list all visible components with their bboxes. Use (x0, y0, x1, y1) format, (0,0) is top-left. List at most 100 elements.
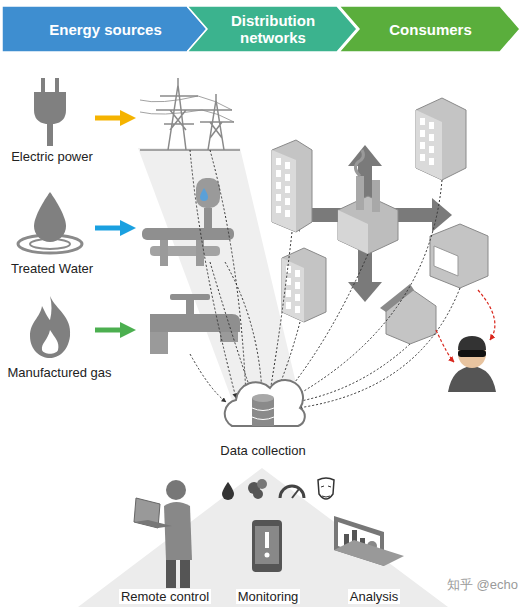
icon-label-box: Electric power (4, 70, 100, 166)
hacker-figure (448, 336, 496, 392)
building-window (276, 158, 281, 165)
building-window (285, 174, 290, 181)
phone-icon (252, 520, 282, 572)
node-label: Monitoring (236, 589, 301, 604)
shading (78, 468, 448, 607)
gas-valve (186, 300, 194, 314)
buildings (272, 150, 296, 232)
theft-arrows (436, 330, 454, 362)
status-icons (253, 489, 263, 499)
source-arrows (95, 110, 136, 338)
building-window (420, 118, 425, 125)
status-icons (292, 489, 299, 498)
node-label: Remote control (119, 589, 211, 604)
buildings (282, 258, 304, 322)
power-pylons (140, 96, 234, 122)
building-window (276, 182, 281, 189)
building-window (285, 210, 290, 217)
flame-icon (30, 296, 70, 358)
laptop-icon (334, 540, 404, 566)
plug-icon (55, 78, 59, 92)
buildings (338, 210, 368, 254)
icon-label-box: Monitoring (230, 512, 306, 606)
plug-icon (47, 124, 53, 146)
status-icons (222, 478, 334, 500)
data-lines (284, 254, 368, 396)
stage-band: Distribution networks (187, 6, 357, 52)
data-lines (190, 150, 236, 398)
gas-valve (150, 332, 168, 354)
chevron-shape (2, 6, 207, 52)
phone-icon (252, 520, 282, 572)
plug-icon (34, 78, 66, 146)
status-icons (222, 482, 234, 500)
buildings (338, 196, 398, 254)
cloud-database (252, 408, 274, 420)
buildings (380, 284, 414, 312)
cloud-database (252, 398, 274, 426)
gas-valve (150, 294, 240, 354)
buildings (434, 246, 458, 276)
watermark: 知乎 @echo (447, 576, 518, 594)
building-window (295, 306, 300, 313)
building-window (420, 142, 425, 149)
data-lines (225, 262, 262, 392)
data-lines (296, 344, 410, 402)
chevron-shape (339, 6, 520, 52)
operator-figure (134, 520, 172, 528)
building-window (276, 170, 281, 177)
node-label: Electric power (9, 149, 95, 164)
operator-figure (180, 560, 190, 588)
building-windows (276, 118, 434, 313)
phone-icon (255, 526, 279, 564)
icon-label-box: Analysis (322, 512, 426, 606)
distribution-arrows (432, 198, 452, 232)
data-lines (270, 232, 292, 392)
flame-icon (30, 296, 70, 358)
icon-label-box: Treated Water (4, 184, 100, 278)
water-pipes (160, 240, 168, 266)
cloud-database (225, 380, 305, 426)
building-window (429, 158, 434, 165)
distribution-arrows (348, 282, 382, 302)
buildings (372, 180, 380, 212)
water-pipes (204, 208, 212, 230)
source-arrows (95, 226, 122, 231)
distribution-arrows (348, 145, 382, 166)
node-label: Manufactured gas (5, 365, 113, 380)
buildings (355, 150, 363, 176)
laptop-icon (334, 516, 404, 566)
status-icons (318, 478, 334, 499)
building-window (276, 194, 281, 201)
plug-icon (34, 92, 66, 124)
building-window (286, 278, 291, 285)
node-label: Treated Water (9, 261, 95, 276)
building-window (420, 130, 425, 137)
operator-figure (164, 502, 192, 560)
phone-icon (265, 553, 270, 558)
buildings (272, 140, 312, 232)
plug-icon (41, 78, 45, 92)
data-lines (298, 288, 460, 408)
buildings (386, 288, 436, 344)
icon-label-box: Data collection (204, 382, 322, 460)
cloud-database (252, 394, 274, 402)
cloud-database (225, 380, 305, 426)
water-drop-icon (18, 192, 82, 253)
chevron-shape (187, 6, 357, 52)
hacker-figure (448, 366, 496, 392)
operator-figure (134, 480, 192, 588)
buildings (282, 248, 326, 322)
theft-arrows (436, 290, 495, 362)
icon-label-box: Manufactured gas (2, 290, 117, 382)
building-window (295, 270, 300, 277)
buildings (356, 176, 364, 210)
data-lines (190, 150, 460, 408)
building-window (295, 294, 300, 301)
data-lines (292, 180, 442, 398)
building-window (429, 134, 434, 141)
icon-label-box: Remote control (110, 470, 220, 606)
water-drop-icon (34, 192, 66, 242)
